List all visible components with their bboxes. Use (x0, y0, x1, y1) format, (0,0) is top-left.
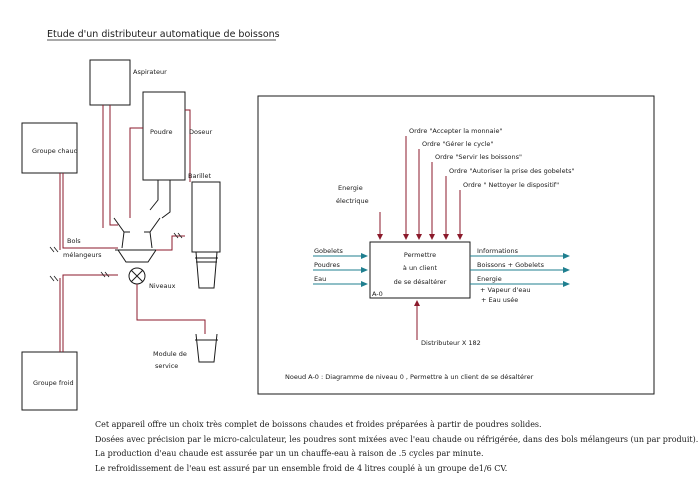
groupe-froid-label: Groupe froid (33, 379, 74, 387)
order-label-2: Ordre "Gérer le cycle" (422, 140, 493, 148)
barillet-label: Barillet (188, 172, 212, 180)
sadt-caption: Noeud A-0 : Diagramme de niveau 0 , Perm… (285, 373, 534, 381)
output-arrows (470, 253, 570, 287)
module-label-line1: Module de (153, 350, 187, 358)
poudre-box (142, 91, 186, 181)
description-line-4: Le refroidissement de l'eau est assuré p… (95, 463, 508, 473)
poudre-label: Poudre (150, 128, 172, 136)
control-arrows (377, 136, 463, 340)
input-label-poudres: Poudres (314, 261, 340, 269)
mixing-bowl (117, 249, 157, 263)
module-cup (195, 333, 218, 363)
order-label-1: Ordre "Accepter la monnaie" (409, 127, 502, 135)
aspirateur-box (89, 59, 131, 106)
groupe-chaud-label: Groupe chaud (32, 147, 78, 155)
description-line-2: Dosées avec précision par le micro-calcu… (95, 434, 699, 444)
doseur-chute (149, 180, 159, 211)
input-label-eau: Eau (314, 275, 326, 283)
description-block: Cet appareil offre un choix très complet… (95, 418, 699, 476)
bols-label-line2: mélangeurs (63, 251, 102, 259)
function-box-line1: Permettre (404, 251, 436, 259)
barillet-cup (195, 251, 218, 289)
aspirateur-label: Aspirateur (133, 68, 167, 76)
output-label-energie: Energie (477, 275, 502, 283)
doseur-label: Doseur (189, 128, 212, 136)
order-label-3: Ordre "Servir les boissons" (435, 153, 522, 161)
sadt-frame (257, 95, 655, 395)
description-line-3: La production d'eau chaude est assurée p… (95, 449, 484, 458)
input-arrows (313, 253, 368, 287)
description-line-1: Cet appareil offre un choix très complet… (95, 420, 542, 429)
output-label-boissons: Boissons + Gobelets (477, 261, 545, 269)
mechanism-label: Distributeur X 182 (421, 339, 481, 347)
input-label-gobelets: Gobelets (314, 247, 343, 255)
bols-label-line1: Bols (67, 237, 81, 245)
funnel-left (113, 217, 125, 249)
function-box-id: A-0 (372, 290, 383, 298)
output-label-informations: Informations (477, 247, 519, 255)
output-sub-vapeur: + Vapeur d'eau (480, 286, 530, 294)
niveaux-label: Niveaux (149, 282, 176, 290)
function-box-line3: de se désaltérer (394, 278, 447, 286)
function-box-line2: à un client (403, 264, 438, 272)
groupe-chaud-box (21, 122, 78, 174)
page-title: Etude d'un distributeur automatique de b… (47, 29, 280, 40)
energy-label-line1: Energie (338, 184, 363, 192)
groupe-froid-box (21, 351, 78, 411)
module-label-line2: service (155, 362, 178, 370)
order-label-5: Ordre " Nettoyer le dispositif" (463, 181, 559, 189)
order-label-4: Ordre "Autoriser la prise des gobelets" (449, 167, 575, 175)
output-sub-eau-usee: + Eau usée (481, 296, 518, 304)
ground-hatches (49, 232, 183, 282)
pipes (59, 105, 206, 352)
machine-schematic (21, 59, 221, 411)
energy-label-line2: électrique (336, 197, 369, 205)
barillet-box (191, 181, 221, 253)
funnel-right (149, 217, 161, 249)
